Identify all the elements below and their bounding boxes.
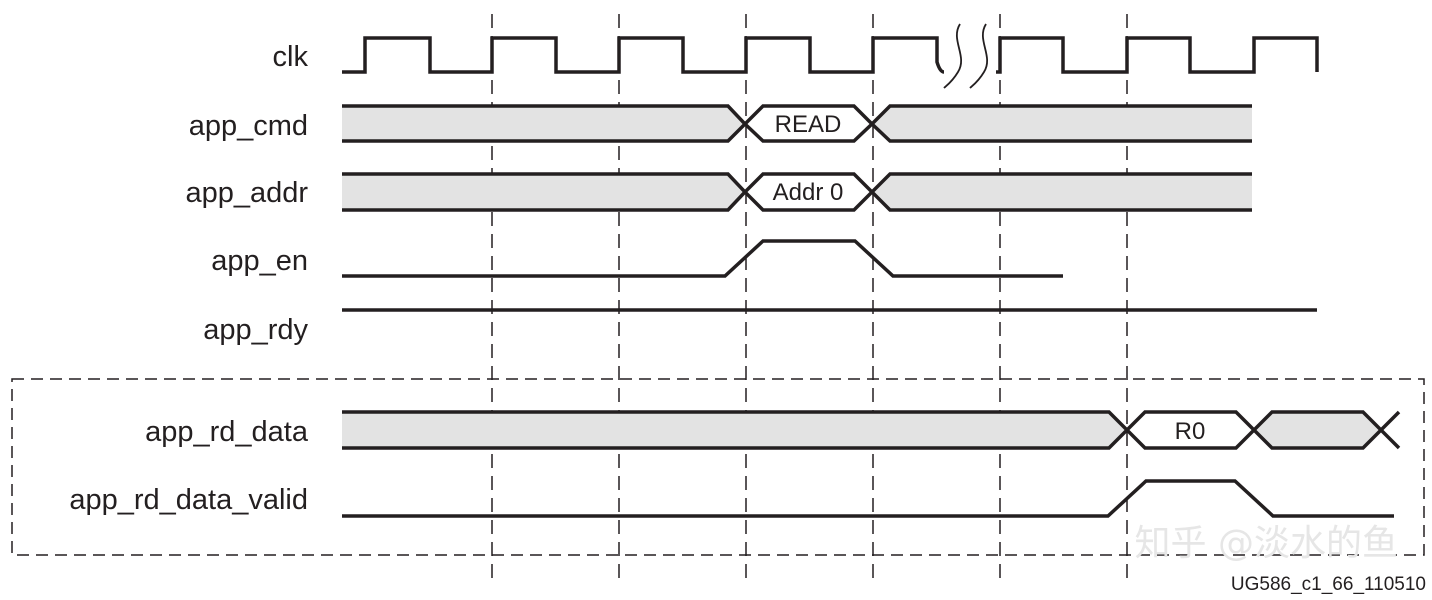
app-en-waveform [342, 239, 1063, 278]
app-rd-data-segment-next [1251, 410, 1384, 450]
signal-label-clk: clk [273, 41, 309, 73]
signal-label-app-rd-data-valid: app_rd_data_valid [69, 484, 308, 516]
app-cmd-segment-after [869, 104, 1252, 143]
app-addr-value-label: Addr 0 [773, 179, 844, 206]
signal-label-app-cmd: app_cmd [189, 110, 308, 142]
app-rd-data-bus: R0 [342, 410, 1401, 450]
app-addr-segment-before [342, 172, 748, 212]
watermark-text: 知乎 @淡水的鱼 [1135, 523, 1398, 564]
signal-label-app-addr: app_addr [185, 177, 308, 209]
signal-labels: clk app_cmd app_addr app_en app_rdy app_… [69, 41, 309, 516]
read-data-region-box [11, 378, 1425, 556]
clock-break-marks [943, 23, 989, 89]
app-cmd-bus: READ [342, 104, 1252, 143]
clock-break-mark-left [943, 23, 963, 89]
signal-label-app-rdy: app_rdy [203, 314, 308, 346]
app-addr-segment-after [869, 172, 1252, 212]
clk-waveform [342, 36, 1319, 74]
app-rd-data-value-label: R0 [1175, 418, 1206, 445]
app-rd-data-segment-before [342, 410, 1130, 450]
signal-label-app-rd-data: app_rd_data [145, 416, 309, 448]
clock-edge-gridlines [491, 14, 1128, 580]
figure-id: UG586_c1_66_110510 [1231, 574, 1426, 595]
app-rd-data-valid-waveform [342, 479, 1394, 518]
app-rd-data-end-transition [1379, 410, 1401, 450]
app-addr-bus: Addr 0 [342, 172, 1252, 212]
clock-break-mark-right [969, 23, 989, 89]
app-cmd-value-label: READ [775, 111, 842, 138]
app-cmd-segment-before [342, 104, 748, 143]
signal-label-app-en: app_en [211, 245, 308, 277]
